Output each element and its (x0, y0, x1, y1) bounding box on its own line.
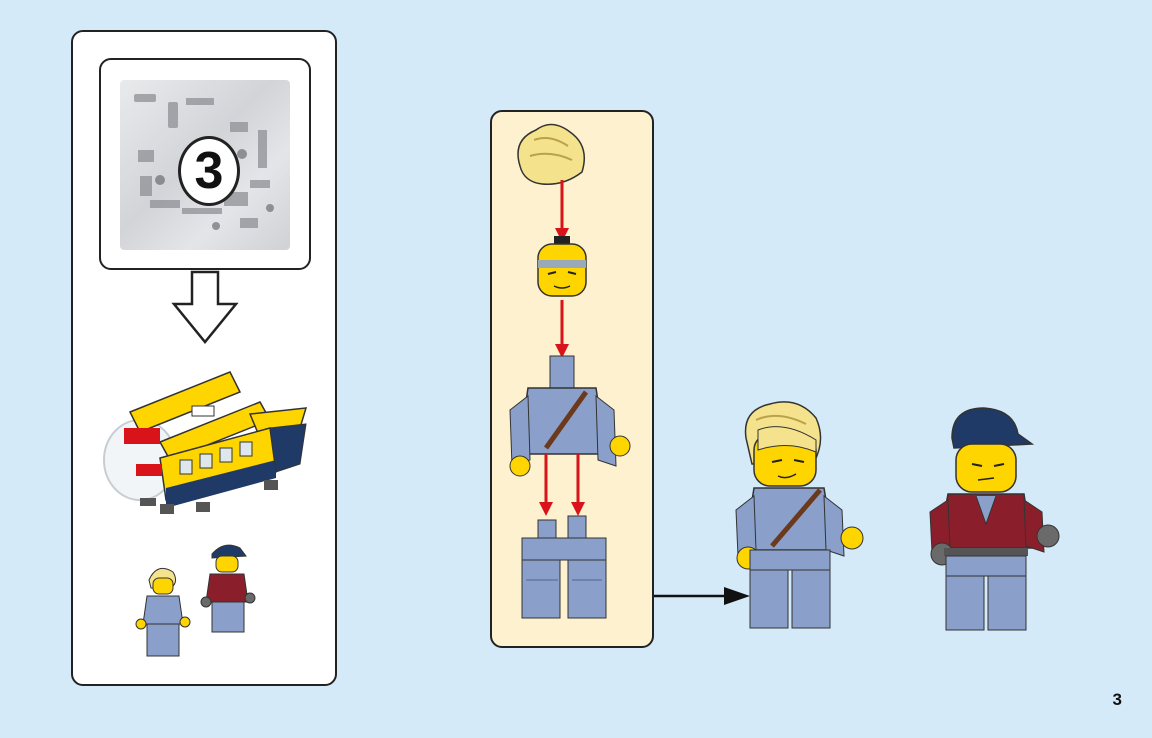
minifig-torso (509, 355, 631, 477)
train-wagon-model (103, 371, 308, 514)
minifig-small-female (135, 567, 191, 657)
minifig-female-complete (735, 401, 864, 629)
down-arrow-outline-icon (171, 270, 239, 344)
minifig-male-complete (929, 407, 1060, 631)
minifig-legs (521, 515, 607, 619)
black-result-arrow-icon (654, 587, 750, 605)
page-number: 3 (1112, 690, 1122, 709)
minifig-head (537, 236, 587, 297)
bag-number-badge: 3 (178, 136, 240, 206)
minifig-small-male (200, 544, 256, 633)
assembly-illustration (509, 123, 631, 619)
